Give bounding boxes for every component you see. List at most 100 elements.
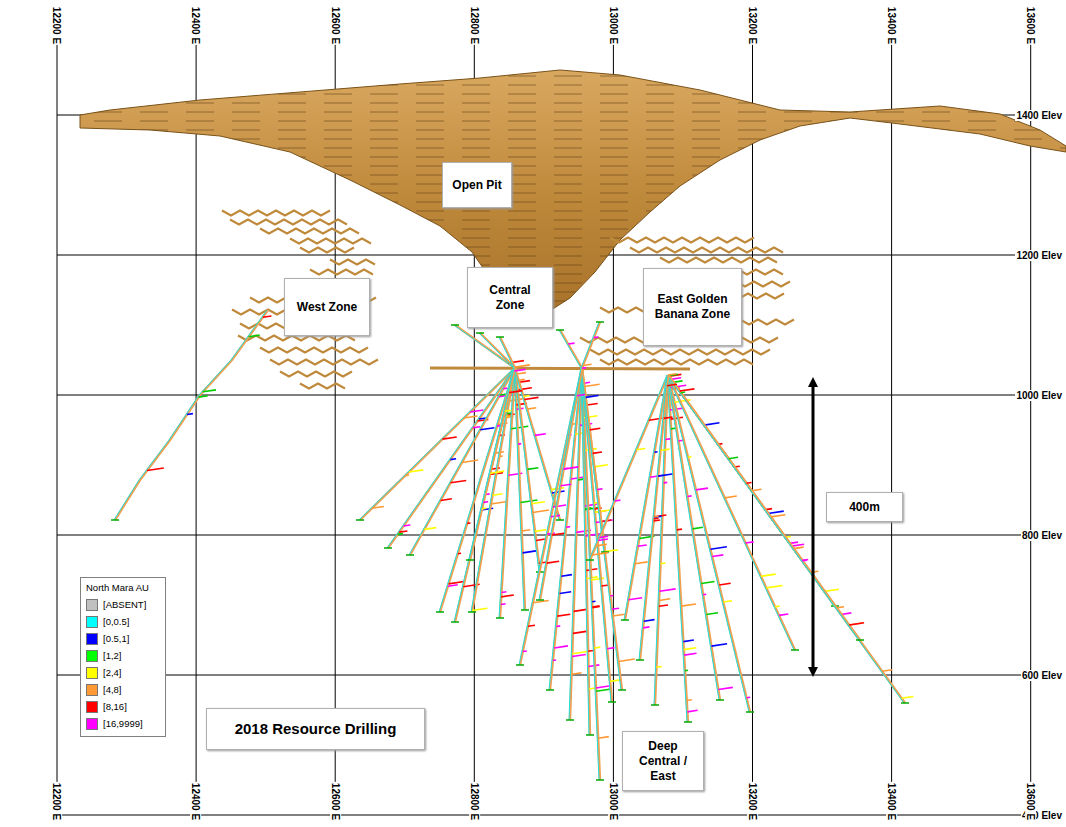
legend-swatch <box>86 718 98 730</box>
legend-text: [4,8] <box>103 684 122 695</box>
assay-tick <box>712 555 723 557</box>
assay-tick <box>467 522 470 524</box>
assay-tick <box>398 533 403 535</box>
assay-tick <box>680 389 695 391</box>
grid-line <box>57 22 58 812</box>
assay-tick <box>654 518 659 520</box>
hole-end <box>496 336 504 338</box>
elevation-label: 600 Elev <box>1021 670 1063 681</box>
assay-tick <box>664 417 673 418</box>
assay-tick <box>404 525 411 526</box>
assay-trace <box>667 375 794 650</box>
assay-tick <box>473 427 480 428</box>
assay-tick <box>706 613 718 615</box>
easting-label: 13000 E <box>608 782 619 821</box>
assay-tick <box>594 465 608 467</box>
hole-end <box>586 559 594 561</box>
assay-trace <box>581 322 599 368</box>
assay-tick <box>654 451 657 453</box>
assay-tick <box>561 484 572 486</box>
legend-text: [0.5,1] <box>103 633 129 644</box>
drill-hole <box>582 368 600 780</box>
drill-hole <box>582 368 605 552</box>
hole-end <box>586 734 594 736</box>
assay-tick <box>577 395 585 396</box>
assay-tick <box>681 604 696 606</box>
assay-tick <box>399 531 407 532</box>
drill-hole <box>668 375 688 722</box>
assay-tick <box>484 501 489 503</box>
label-box: Deep Central / East <box>622 731 704 791</box>
easting-label: 12800 E <box>469 6 480 45</box>
assay-tick <box>612 608 619 609</box>
development-level <box>430 368 690 369</box>
assay-tick <box>523 650 527 652</box>
drill-hole <box>480 333 515 368</box>
assay-tick <box>598 539 608 540</box>
assay-tick <box>746 542 754 543</box>
assay-tick <box>535 434 546 436</box>
assay-tick <box>683 640 694 642</box>
box-text: 400m <box>849 500 880 515</box>
assay-tick <box>711 644 727 646</box>
hole-end <box>556 329 564 331</box>
assay-tick <box>532 502 545 504</box>
label-box: Open Pit <box>442 162 512 208</box>
elevation-label: 1400 Elev <box>1015 110 1063 121</box>
assay-tick <box>659 605 668 606</box>
easting-label: 12400 E <box>191 782 202 821</box>
assay-trace <box>454 368 514 622</box>
assay-tick <box>199 396 208 397</box>
assay-trace <box>581 368 611 702</box>
box-text: East Golden Banana Zone <box>650 292 735 322</box>
assay-trace <box>479 333 514 368</box>
drift <box>260 229 359 234</box>
hole-end <box>466 559 474 561</box>
assay-tick <box>470 410 483 412</box>
elevation-label: 1000 Elev <box>1015 390 1063 401</box>
assay-trace <box>639 375 667 660</box>
assay-trace <box>667 375 719 700</box>
assay-tick <box>747 696 751 698</box>
easting-label: 12600 E <box>330 782 341 821</box>
assay-tick <box>511 426 528 429</box>
legend-text: [1,2] <box>103 650 122 661</box>
assay-tick <box>664 482 667 484</box>
assay-tick <box>566 526 570 528</box>
easting-label: 12600 E <box>330 6 341 45</box>
assay-tick <box>693 527 703 529</box>
assay-tick <box>590 428 601 430</box>
hole-end <box>384 547 392 549</box>
assay-trace <box>654 375 667 705</box>
assay-tick <box>514 365 530 367</box>
easting-label: 12400 E <box>191 6 202 45</box>
assay-tick <box>553 659 556 661</box>
assay-tick <box>746 482 751 484</box>
assay-tick <box>528 625 535 626</box>
legend-swatch <box>86 599 98 611</box>
assay-trace <box>514 368 539 572</box>
assay-tick <box>643 626 649 629</box>
label-box: East Golden Banana Zone <box>643 268 742 346</box>
assay-tick <box>536 539 545 540</box>
assay-tick <box>582 367 586 369</box>
assay-tick <box>654 515 666 517</box>
label-box: Central Zone <box>467 267 553 328</box>
assay-tick <box>849 623 864 625</box>
drill-hole <box>455 325 515 368</box>
legend-row: [16,9999] <box>86 715 160 732</box>
assay-tick <box>405 474 409 476</box>
assay-tick <box>249 335 260 337</box>
hole-end <box>636 659 644 661</box>
grid-line <box>57 535 1031 536</box>
assay-tick <box>684 653 696 655</box>
assay-tick <box>502 591 507 593</box>
assay-tick <box>701 582 714 584</box>
assay-trace <box>667 375 904 703</box>
hole-end <box>516 664 524 666</box>
assay-tick <box>704 423 719 425</box>
hole-end <box>566 719 574 721</box>
assay-tick <box>761 574 776 576</box>
open-pit <box>80 70 1066 312</box>
hole-end <box>596 779 604 781</box>
